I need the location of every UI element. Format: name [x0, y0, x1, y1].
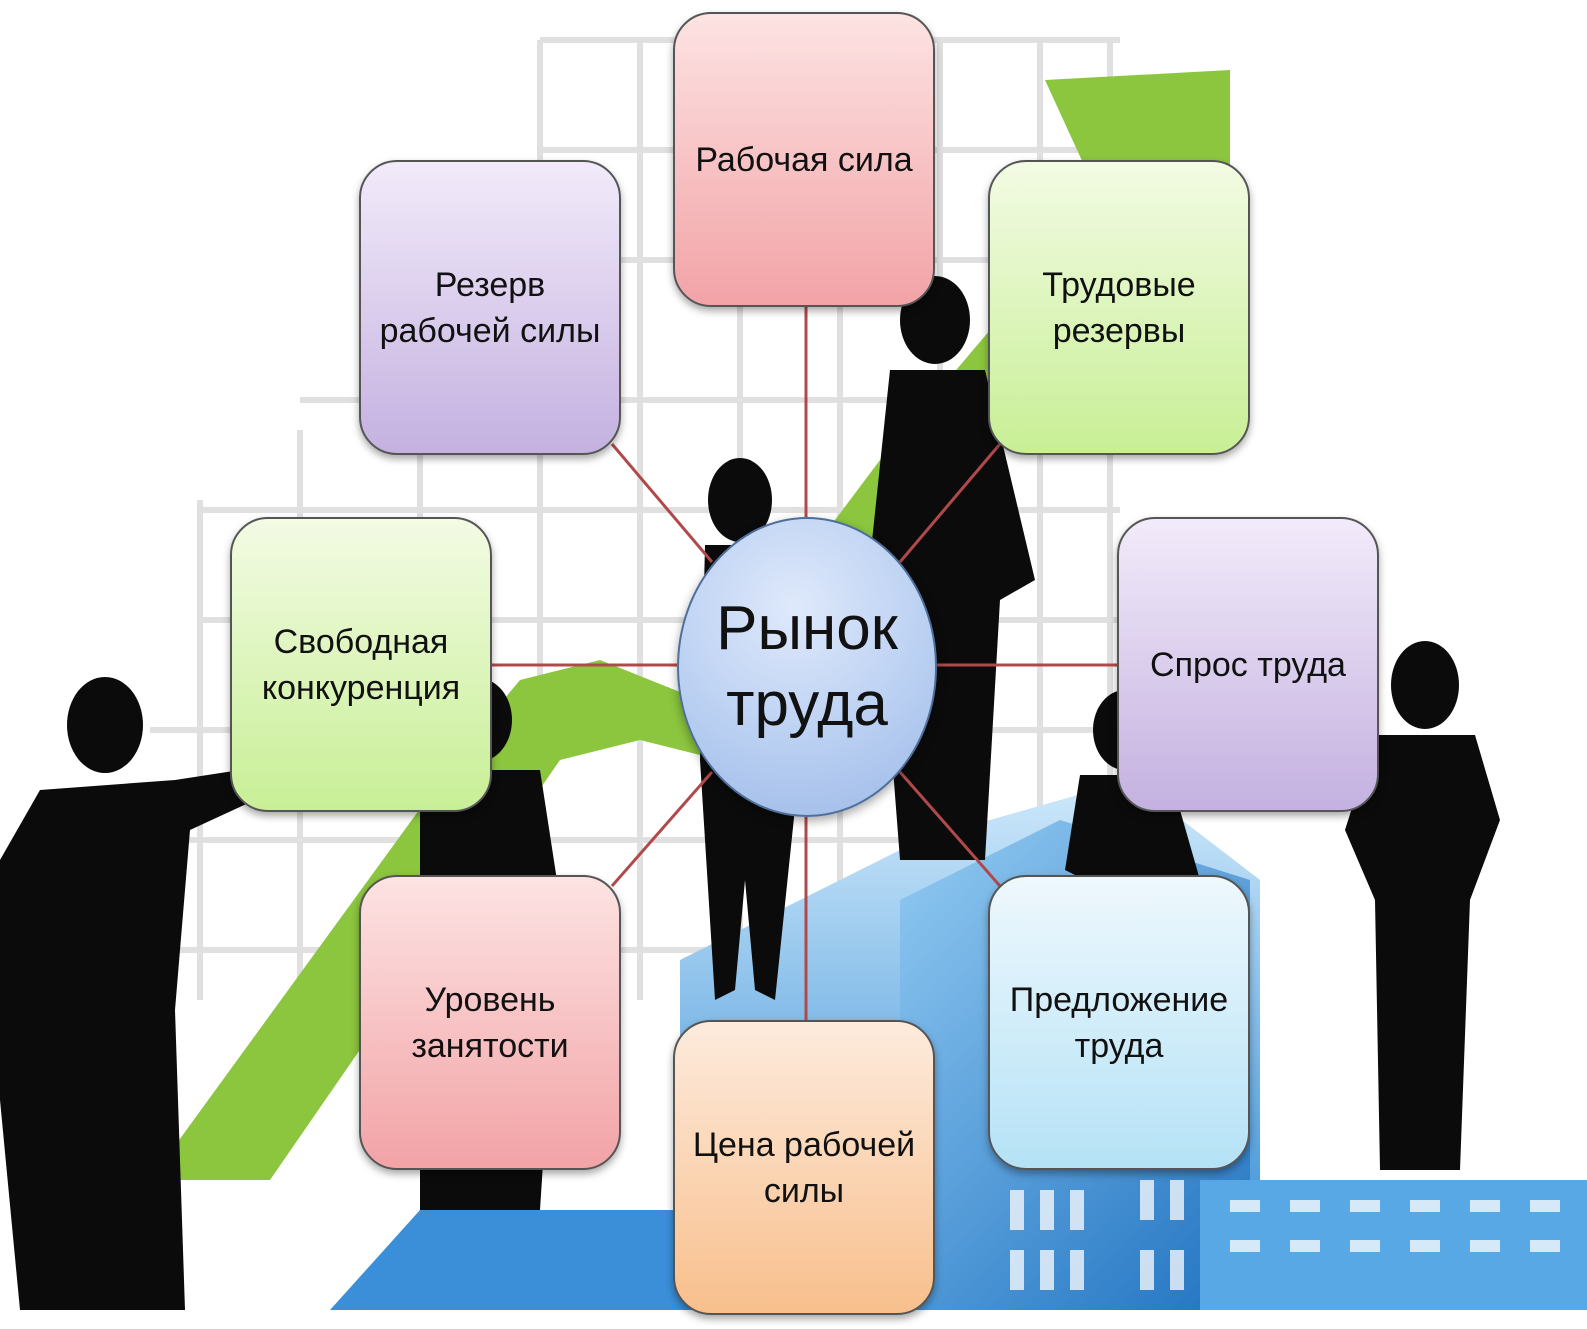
person-left-body: [0, 770, 255, 1310]
node-labor-reserves: Трудовые резервы: [988, 160, 1250, 455]
connector-bottom-right: [898, 771, 1002, 887]
node-free-competition: Свободная конкуренция: [230, 517, 492, 812]
node-labor-supply: Предложение труда: [988, 875, 1250, 1170]
node-labor-reserve: Резерв рабочей силы: [359, 160, 621, 455]
hub-connectors: [490, 305, 1118, 1022]
node-label: Спрос труда: [1150, 645, 1346, 684]
hub-labor-market: Рынок труда: [677, 517, 937, 817]
node-labor-force: Рабочая сила: [673, 12, 935, 307]
node-label: Рабочая сила: [695, 140, 913, 179]
node-labor-demand: Спрос труда: [1117, 517, 1379, 812]
connector-bottom-left: [610, 771, 714, 887]
node-label: Трудовые резервы: [1042, 265, 1196, 350]
node-label: Цена рабочей силы: [692, 1125, 916, 1210]
connector-top-left: [610, 443, 714, 563]
node-employment-level: Уровень занятости: [359, 875, 621, 1170]
person-left-head: [67, 677, 143, 773]
hub-label: Рынок труда: [716, 594, 898, 739]
node-labor-price: Цена рабочей силы: [673, 1020, 935, 1315]
node-label: Свободная конкуренция: [261, 622, 461, 707]
node-label: Уровень занятости: [411, 980, 569, 1065]
node-label: Предложение труда: [1009, 980, 1229, 1065]
connector-top-right: [898, 443, 1002, 563]
node-label: Резерв рабочей силы: [379, 265, 601, 350]
